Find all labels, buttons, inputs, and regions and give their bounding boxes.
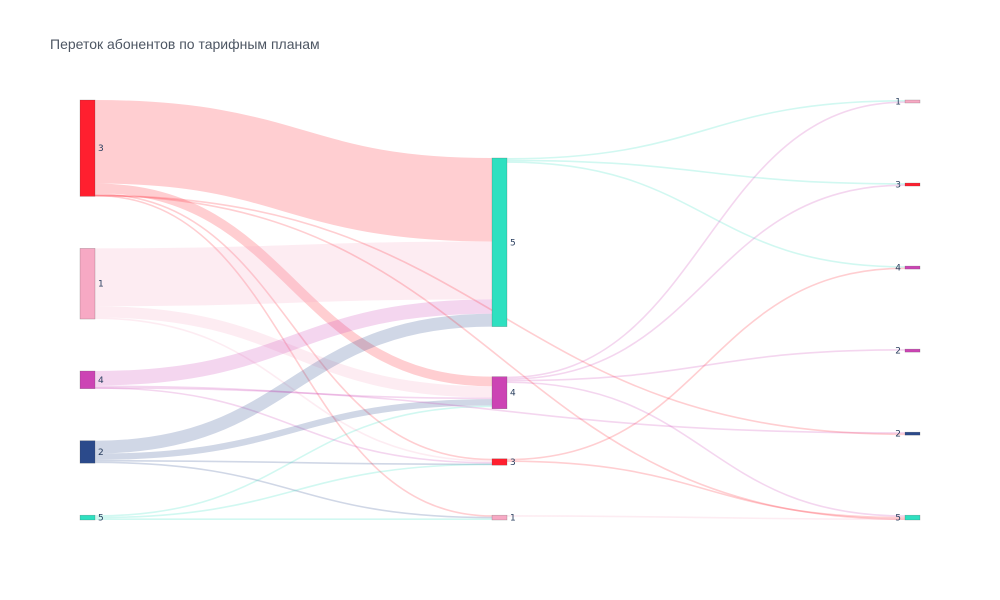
sankey-link-a4-b4 <box>94 385 493 400</box>
sankey-node-a3[interactable]: 3 <box>79 99 104 197</box>
sankey-node-label-a4: 4 <box>98 376 104 386</box>
sankey-link-a4-b3 <box>94 387 493 464</box>
sankey-node-a1[interactable]: 1 <box>79 248 104 320</box>
sankey-link-b4-c5 <box>506 381 906 517</box>
sankey-link-b4-c3 <box>506 184 906 380</box>
sankey-node-label-b4: 4 <box>510 389 516 399</box>
sankey-link-a3-b1 <box>94 194 493 517</box>
sankey-link-a3-b3 <box>94 193 493 461</box>
sankey-node-label-b5: 5 <box>510 238 516 248</box>
sankey-link-a5-b3 <box>94 463 493 519</box>
sankey-link-b5-c4 <box>506 161 906 268</box>
sankey-link-b5-c1 <box>506 99 906 160</box>
sankey-node-bar-c4[interactable] <box>904 265 921 270</box>
sankey-link-b4-c2a <box>506 349 906 382</box>
sankey-node-label-a3: 3 <box>98 144 104 154</box>
sankey-node-label-c1: 1 <box>895 98 901 108</box>
sankey-node-b1[interactable]: 1 <box>491 514 516 524</box>
sankey-node-c2a[interactable]: 2 <box>895 347 921 357</box>
sankey-link-a1-b4 <box>94 306 493 398</box>
sankey-node-b4[interactable]: 4 <box>491 376 516 410</box>
sankey-link-a2-b5 <box>94 313 493 454</box>
sankey-node-b3[interactable]: 3 <box>491 458 516 468</box>
sankey-node-bar-c3[interactable] <box>904 182 921 187</box>
sankey-node-a2[interactable]: 2 <box>79 440 104 464</box>
sankey-link-a1-b3 <box>94 317 493 462</box>
sankey-node-label-a5: 5 <box>98 514 104 524</box>
sankey-node-bar-b5[interactable] <box>491 157 508 327</box>
sankey-node-c3[interactable]: 3 <box>895 181 921 191</box>
sankey-node-c5[interactable]: 5 <box>895 514 921 524</box>
sankey-node-bar-b3[interactable] <box>491 458 508 466</box>
sankey-link-b1-c5 <box>506 515 906 521</box>
sankey-node-bar-c1[interactable] <box>904 99 921 104</box>
chart-title: Переток абонентов по тарифным планам <box>50 36 320 52</box>
sankey-node-bar-a1[interactable] <box>79 248 96 320</box>
sankey-node-label-a1: 1 <box>98 280 104 290</box>
sankey-node-bar-c5[interactable] <box>904 514 921 521</box>
sankey-link-a4-b5 <box>94 299 493 386</box>
sankey-node-label-b1: 1 <box>510 514 516 524</box>
sankey-link-a3-b5 <box>94 100 493 242</box>
sankey-node-bar-a4[interactable] <box>79 370 96 389</box>
sankey-node-bar-c2b[interactable] <box>904 431 921 436</box>
sankey-link-a3-b4 <box>94 183 493 387</box>
sankey-node-label-c2b: 2 <box>895 430 901 440</box>
sankey-node-label-b3: 3 <box>510 458 516 468</box>
sankey-node-bar-b4[interactable] <box>491 376 508 410</box>
nodes-layer: 3 1 4 2 5 5 4 3 1 1 3 4 2 2 5 <box>79 98 921 524</box>
sankey-node-label-c5: 5 <box>895 514 901 524</box>
sankey-node-label-c4: 4 <box>895 264 901 274</box>
sankey-link-a4-c2b <box>94 387 906 434</box>
sankey-link-b3-c5 <box>506 460 906 519</box>
sankey-node-c1[interactable]: 1 <box>895 98 921 108</box>
sankey-link-b3-c4 <box>506 267 906 461</box>
sankey-link-a2-b4 <box>94 399 493 460</box>
sankey-node-a5[interactable]: 5 <box>79 514 104 524</box>
links-layer <box>94 99 906 521</box>
sankey-node-b5[interactable]: 5 <box>491 157 516 327</box>
sankey-link-a3-c5 <box>94 194 906 521</box>
sankey-link-a1-b5 <box>94 241 493 307</box>
sankey-node-bar-a2[interactable] <box>79 440 96 464</box>
sankey-node-bar-a3[interactable] <box>79 99 96 197</box>
sankey-link-a5-b4 <box>94 405 493 517</box>
sankey-link-a2-b1 <box>94 461 493 519</box>
sankey-link-b4-c1 <box>506 101 906 379</box>
sankey-link-b5-c3 <box>506 159 906 185</box>
sankey-node-label-a2: 2 <box>98 448 104 458</box>
sankey-link-a2-b3 <box>94 459 493 466</box>
sankey-node-a4[interactable]: 4 <box>79 370 104 389</box>
sankey-node-bar-b1[interactable] <box>491 514 508 521</box>
sankey-node-label-c3: 3 <box>895 181 901 191</box>
sankey-node-c2b[interactable]: 2 <box>895 430 921 440</box>
sankey-node-bar-a5[interactable] <box>79 514 96 521</box>
sankey-node-bar-c2a[interactable] <box>904 348 921 353</box>
sankey-node-c4[interactable]: 4 <box>895 264 921 274</box>
sankey-node-label-c2a: 2 <box>895 347 901 357</box>
